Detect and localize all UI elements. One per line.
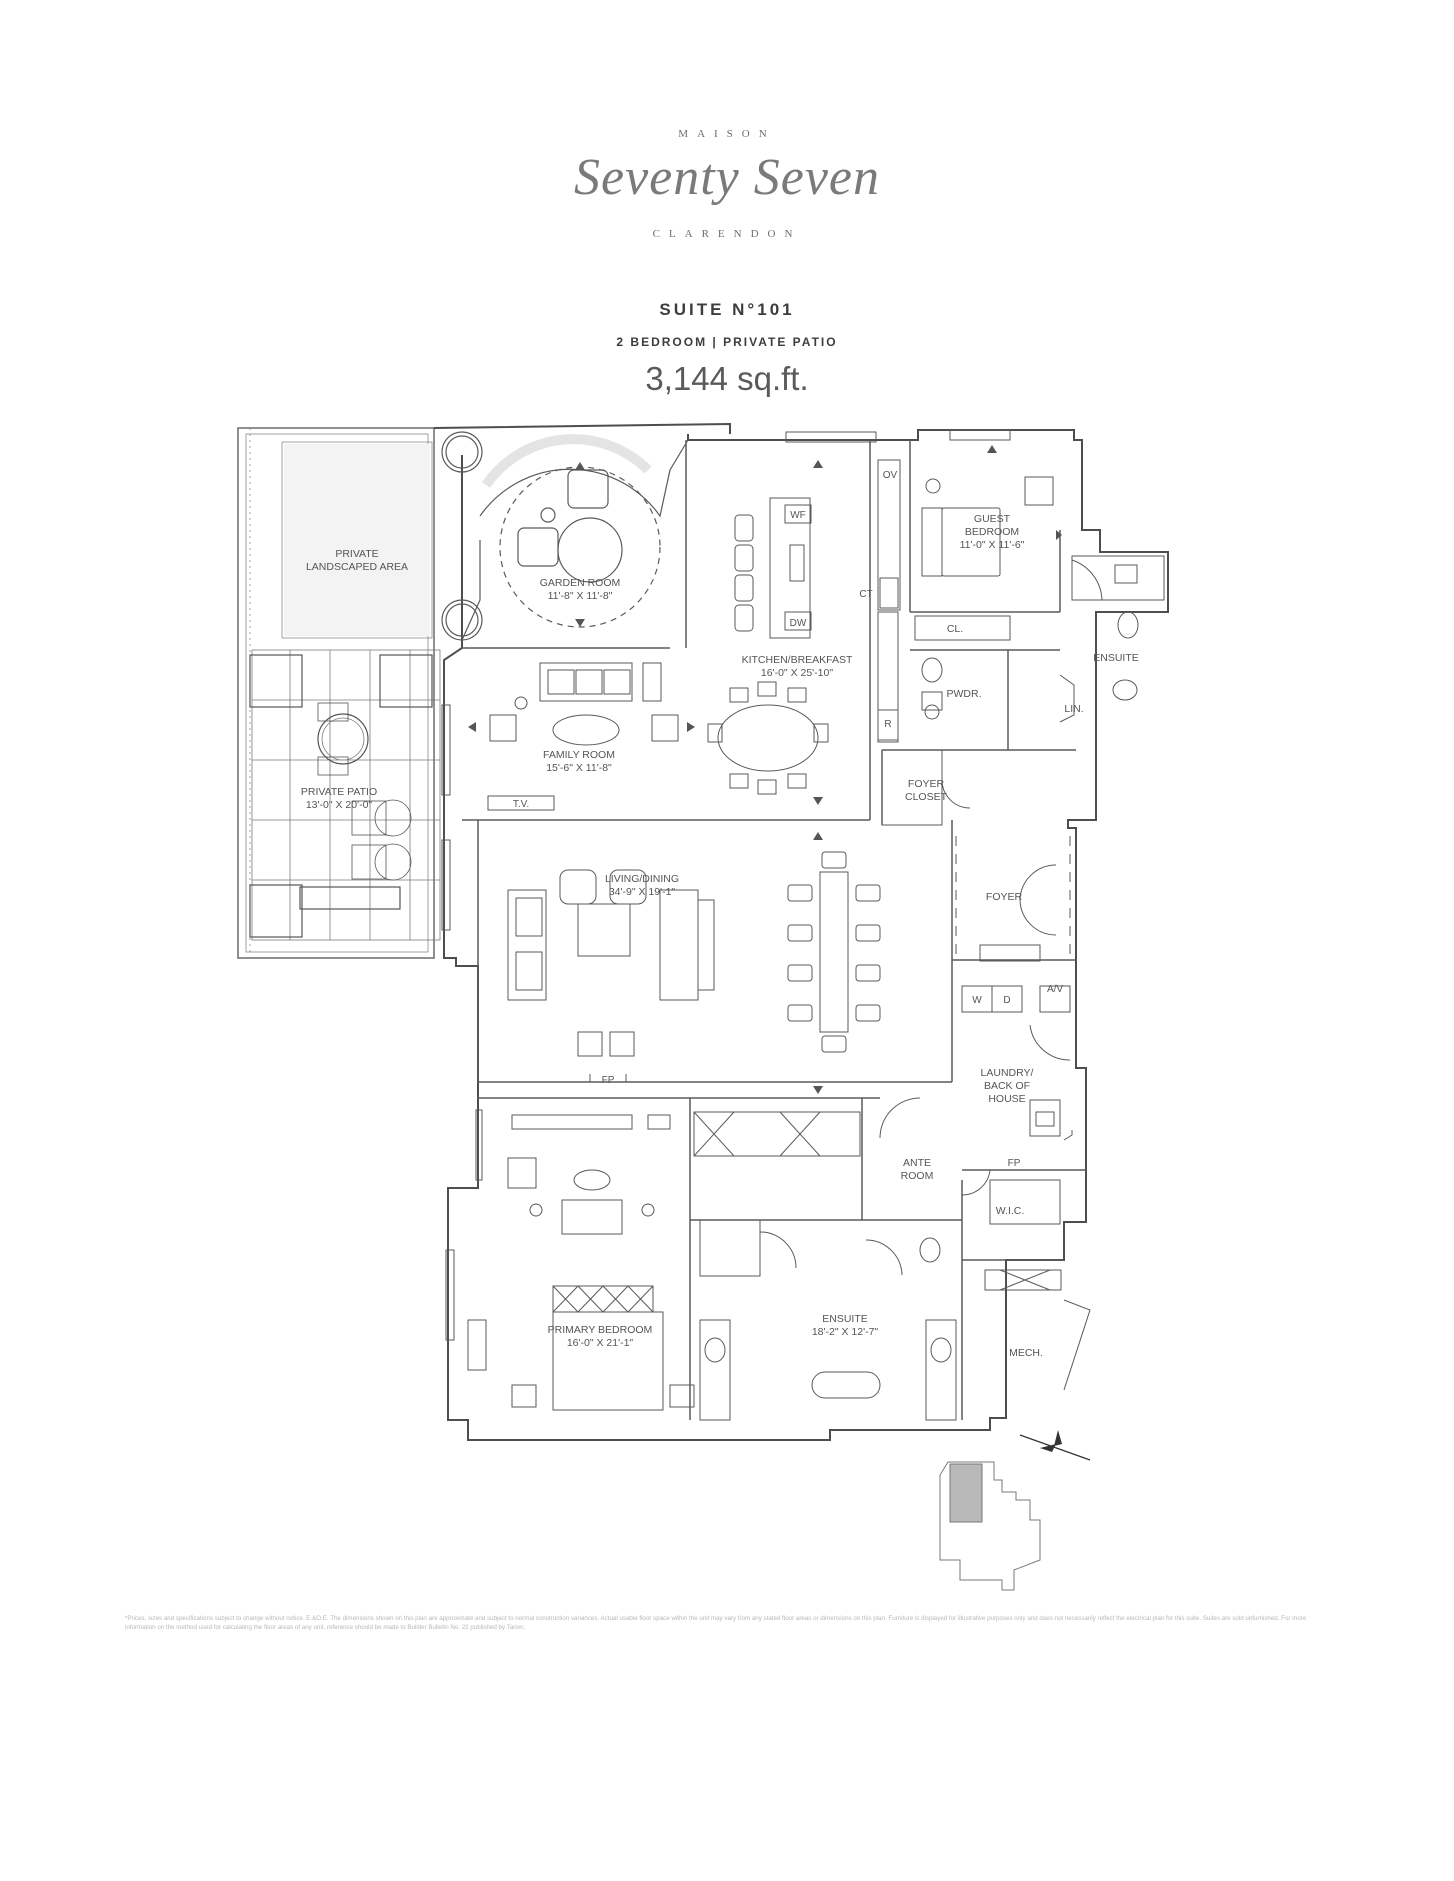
label-lin: LIN. xyxy=(1064,703,1083,715)
private-patio xyxy=(249,649,441,941)
label-landscaped-2: LANDSCAPED AREA xyxy=(306,561,408,573)
label-d: D xyxy=(1003,995,1010,1006)
label-ct: CT xyxy=(859,589,872,600)
label-primary-ensuite: ENSUITE xyxy=(822,1313,868,1325)
label-guest-dim: 11'-0" X 11'-6" xyxy=(960,539,1025,551)
label-ov: OV xyxy=(883,470,898,481)
label-family-room: FAMILY ROOM xyxy=(543,749,615,761)
landscaped-area xyxy=(237,427,435,959)
label-guest-2: BEDROOM xyxy=(965,526,1019,538)
primary-ensuite xyxy=(693,1111,957,1421)
label-kitchen: KITCHEN/BREAKFAST xyxy=(742,654,853,666)
suite-subtitle: 2 BEDROOM | PRIVATE PATIO xyxy=(616,335,838,349)
label-fp-living: FP xyxy=(602,1075,615,1086)
brand-bottom-word: CLARENDON xyxy=(652,228,802,240)
windows xyxy=(441,429,1011,1341)
label-living: LIVING/DINING xyxy=(605,873,679,885)
guest-bedroom xyxy=(914,445,1062,641)
label-laundry-3: HOUSE xyxy=(988,1093,1025,1105)
ante-room xyxy=(879,1097,1091,1391)
label-ante-1: ANTE xyxy=(903,1157,931,1169)
label-tv: T.V. xyxy=(513,799,529,810)
garden-room xyxy=(441,431,689,641)
label-patio: PRIVATE PATIO xyxy=(301,786,377,798)
brand-top-word: MAISON xyxy=(678,128,776,140)
suite-title: SUITE N°101 xyxy=(659,300,795,319)
label-patio-dim: 13'-0" X 20'-0" xyxy=(306,799,373,811)
label-garden-room: GARDEN ROOM xyxy=(540,577,621,589)
label-ensuite-top: ENSUITE xyxy=(1093,652,1139,664)
label-laundry-2: BACK OF xyxy=(984,1080,1030,1092)
disclaimer-text: *Prices, sizes and specifications subjec… xyxy=(125,1615,1307,1631)
kitchen xyxy=(707,459,901,805)
label-foyer-closet-2: CLOSET xyxy=(905,791,948,803)
label-foyer-closet-1: FOYER xyxy=(908,778,945,790)
primary-bedroom xyxy=(467,1114,695,1411)
label-cl: CL. xyxy=(947,623,963,635)
label-primary-ensuite-dim: 18'-2" X 12'-7" xyxy=(812,1326,879,1338)
label-ante-2: ROOM xyxy=(901,1170,934,1182)
label-primary-bedroom: PRIMARY BEDROOM xyxy=(548,1324,653,1336)
label-mech: MECH. xyxy=(1009,1347,1043,1359)
room-labels: PRIVATE LANDSCAPED AREA GARDEN ROOM 11'-… xyxy=(301,470,1139,1359)
label-foyer: FOYER xyxy=(986,891,1023,903)
label-kitchen-dim: 16'-0" X 25'-10" xyxy=(761,667,833,679)
ensuite-top xyxy=(1071,555,1165,701)
label-primary-bedroom-dim: 16'-0" X 21'-1" xyxy=(567,1337,634,1349)
label-dw: DW xyxy=(790,618,807,629)
interior-walls xyxy=(462,440,1086,1420)
key-plan xyxy=(939,1461,1041,1591)
label-garden-room-dim: 11'-8" X 11'-8" xyxy=(548,590,613,602)
brand-logo-script: Seventy Seven xyxy=(573,149,880,206)
label-guest-1: GUEST xyxy=(974,513,1011,525)
label-wic: W.I.C. xyxy=(996,1205,1025,1217)
label-w: W xyxy=(972,995,982,1006)
suite-area: 3,144 sq.ft. xyxy=(645,360,809,397)
compass-icon xyxy=(1019,1430,1091,1461)
label-living-dim: 34'-9" X 19'-1" xyxy=(609,886,676,898)
living-dining xyxy=(507,819,881,1094)
label-wf: WF xyxy=(790,510,806,521)
laundry xyxy=(961,985,1071,1137)
label-landscaped-1: PRIVATE xyxy=(335,548,378,560)
family-room xyxy=(468,662,695,811)
label-r: R xyxy=(884,719,891,730)
label-laundry-1: LAUNDRY/ xyxy=(981,1067,1034,1079)
foyer xyxy=(955,836,1071,962)
label-av: A/V xyxy=(1047,984,1063,995)
powder-room xyxy=(881,657,1075,826)
label-family-room-dim: 15'-6" X 11'-8" xyxy=(546,762,612,774)
label-pwdr: PWDR. xyxy=(947,688,982,700)
label-fp-laundry: FP xyxy=(1008,1158,1021,1169)
